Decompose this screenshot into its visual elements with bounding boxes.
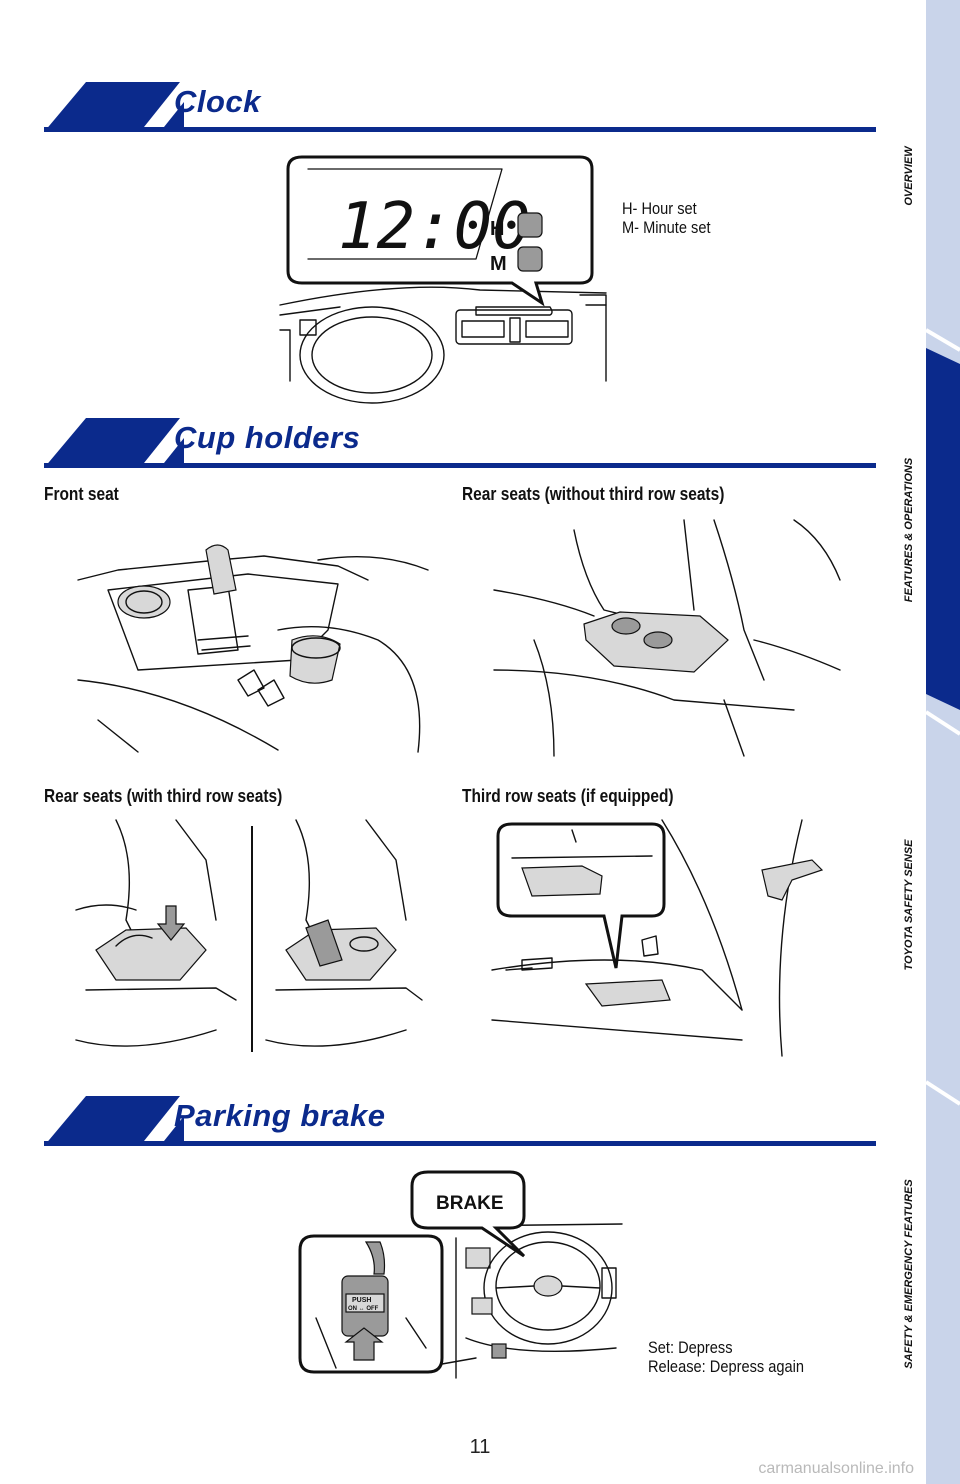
rear-seat-cupholder-illustration xyxy=(493,519,841,757)
third-row-caption: Third row seats (if equipped) xyxy=(462,786,674,806)
front-seat-cupholder-illustration xyxy=(77,544,429,753)
rear-with-third-illustration xyxy=(75,819,423,1052)
minute-button-label: M xyxy=(490,253,507,275)
clock-note-minute: M- Minute set xyxy=(622,218,711,237)
header-rule xyxy=(44,127,876,132)
header-rule xyxy=(44,1141,876,1146)
third-row-cupholder-illustration xyxy=(491,819,824,1057)
pedal-on-off-label: ON ↔ OFF xyxy=(348,1306,379,1312)
rear-with-third-caption: Rear seats (with third row seats) xyxy=(44,786,283,806)
sidebar-label-emergency[interactable]: SAFETY & EMERGENCY FEATURES xyxy=(903,1179,915,1369)
page-number: 11 xyxy=(469,1436,491,1458)
pedal-push-label: PUSH xyxy=(352,1297,371,1304)
sidebar-label-overview[interactable]: OVERVIEW xyxy=(903,146,915,206)
clock-display-time: 12:00 xyxy=(338,190,531,264)
parking-brake-notes: Set: Depress Release: Depress again xyxy=(648,1338,804,1376)
section-sidebar xyxy=(926,0,960,1484)
hour-button-label: H xyxy=(490,218,504,240)
parking-brake-illustration: BRAKE PUSH ON ↔ OFF xyxy=(298,1170,623,1379)
sidebar-dividers xyxy=(924,328,960,1106)
watermark: carmanualsonline.info xyxy=(758,1460,914,1477)
parking-brake-title: Parking brake xyxy=(174,1098,386,1133)
minute-set-button[interactable] xyxy=(517,246,543,272)
header-rule xyxy=(44,463,876,468)
sidebar-tab-features[interactable] xyxy=(926,348,960,710)
rear-without-third-caption: Rear seats (without third row seats) xyxy=(462,484,725,504)
parking-brake-section-header: Parking brake xyxy=(44,1096,876,1146)
clock-note-hour: H- Hour set xyxy=(622,199,697,218)
sidebar-label-features[interactable]: FEATURES & OPERATIONS xyxy=(903,457,915,603)
cup-holders-title: Cup holders xyxy=(174,420,361,455)
clock-illustration: 12:00 H M xyxy=(279,155,607,404)
cup-holders-section-header: Cup holders xyxy=(44,418,876,468)
clock-notes: H- Hour set M- Minute set xyxy=(622,199,711,237)
front-seat-caption: Front seat xyxy=(44,484,119,504)
sidebar-label-safety-sense[interactable]: TOYOTA SAFETY SENSE xyxy=(903,839,915,971)
clock-section-header: Clock xyxy=(44,82,876,132)
clock-title: Clock xyxy=(174,84,261,119)
hour-set-button[interactable] xyxy=(517,212,543,238)
parking-brake-note-set: Set: Depress xyxy=(648,1338,733,1357)
parking-brake-note-release: Release: Depress again xyxy=(648,1357,805,1376)
brake-label: BRAKE xyxy=(436,1193,504,1214)
